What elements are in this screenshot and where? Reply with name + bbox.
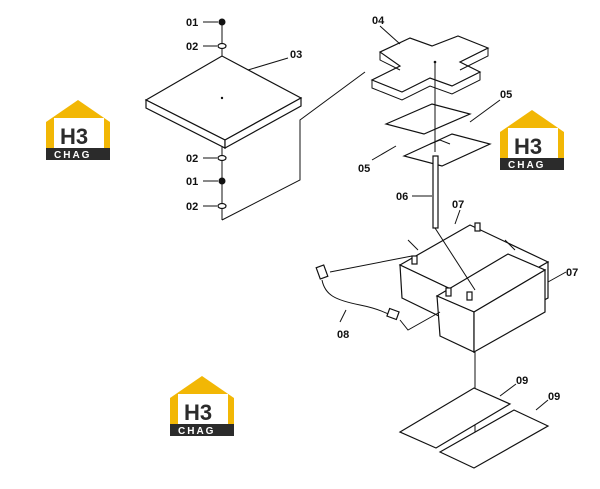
callout-07-right: 07 <box>566 267 578 279</box>
hold-down-cross-edge-right <box>459 48 489 71</box>
callout-02-bottom: 02 <box>186 201 198 213</box>
battery-rear-handle <box>407 239 419 251</box>
leader-08 <box>339 309 347 323</box>
battery-mat-rear <box>398 387 512 449</box>
callout-01-mid: 01 <box>186 176 198 188</box>
battery-rear-terminal-left <box>411 255 418 265</box>
callout-02-top: 02 <box>186 41 198 53</box>
watermark-logo-2: H3 CHAG <box>500 110 564 171</box>
cover-plate-top-face <box>144 55 303 141</box>
battery-front-side <box>473 268 546 354</box>
clamp-plate-notch <box>429 139 451 145</box>
hold-down-cross-edge-left <box>379 52 401 71</box>
leader-09-right <box>535 399 549 411</box>
logo-banner <box>46 148 110 160</box>
callout-02-mid: 02 <box>186 153 198 165</box>
cable-lug-left <box>315 264 329 280</box>
cover-plate-hole <box>220 96 224 100</box>
leader-07-top <box>454 209 461 225</box>
logo-inner-fill <box>178 394 228 424</box>
cover-plate-right-edge <box>224 96 302 150</box>
logo-inner-fill <box>508 128 558 158</box>
washer-top-part <box>217 42 227 50</box>
hold-down-cross-edge <box>371 72 481 101</box>
leader-09-left <box>499 383 517 397</box>
watermark-logo-1: H3 CHAG <box>46 100 110 161</box>
logo-inner-fill <box>54 118 104 148</box>
logo-mark-text: H3 <box>184 400 212 425</box>
logo-banner-text: CHAG <box>178 426 215 437</box>
jumper-cable-group: 08 <box>315 255 441 341</box>
leader-05-left <box>371 145 397 161</box>
callout-08: 08 <box>337 329 349 341</box>
logo-mark-text: H3 <box>514 134 542 159</box>
cable-leader-lower <box>399 311 441 331</box>
battery-front-terminal-right <box>466 291 473 301</box>
bolt-top-part <box>218 18 226 26</box>
cover-to-holddown-leader <box>221 71 366 221</box>
cable-leader-upper <box>329 255 413 273</box>
battery-front-handle <box>504 239 516 251</box>
battery-rear-terminal-right <box>474 222 481 232</box>
battery-mat-front <box>438 409 550 469</box>
leader-03 <box>247 57 289 71</box>
watermark-logo-3: H3 CHAG <box>170 376 234 437</box>
battery-mats-group: 09 09 <box>398 352 560 469</box>
logo-banner <box>170 424 234 436</box>
logo-banner-text: CHAG <box>54 150 91 161</box>
callout-01-top: 01 <box>186 17 198 29</box>
cover-plate-group: 01 02 03 02 01 02 <box>144 17 366 221</box>
clamp-plates-group: 05 05 <box>358 89 512 175</box>
hold-down-bracket-group: 04 <box>370 15 490 101</box>
logo-banner <box>500 158 564 170</box>
callout-05-left: 05 <box>358 163 370 175</box>
clamp-plate-lower <box>402 133 492 167</box>
clamp-plate-upper <box>384 103 472 135</box>
batteries-group: 07 07 <box>398 199 578 354</box>
tie-rod-part <box>432 155 439 229</box>
hold-down-cross-top <box>370 35 490 93</box>
callout-09-right: 09 <box>548 391 560 403</box>
leader-07-right <box>547 271 567 283</box>
callout-03: 03 <box>290 49 302 61</box>
leader-05-right <box>469 99 501 123</box>
logo-banner-text: CHAG <box>508 160 545 171</box>
washer-mid-part <box>217 154 227 162</box>
battery-front-terminal-left <box>445 287 452 297</box>
logo-mark-text: H3 <box>60 124 88 149</box>
leader-04 <box>379 25 401 45</box>
jumper-cable-wire <box>321 279 393 317</box>
callout-09-left: 09 <box>516 375 528 387</box>
callout-07-top: 07 <box>452 199 464 211</box>
washer-bottom-part <box>217 202 227 210</box>
rod-axis-through <box>434 227 476 291</box>
cable-lug-right <box>386 307 400 321</box>
callout-04: 04 <box>372 15 385 27</box>
callout-06: 06 <box>396 191 408 203</box>
bolt-mid-part <box>218 177 226 185</box>
callout-05-right: 05 <box>500 89 512 101</box>
